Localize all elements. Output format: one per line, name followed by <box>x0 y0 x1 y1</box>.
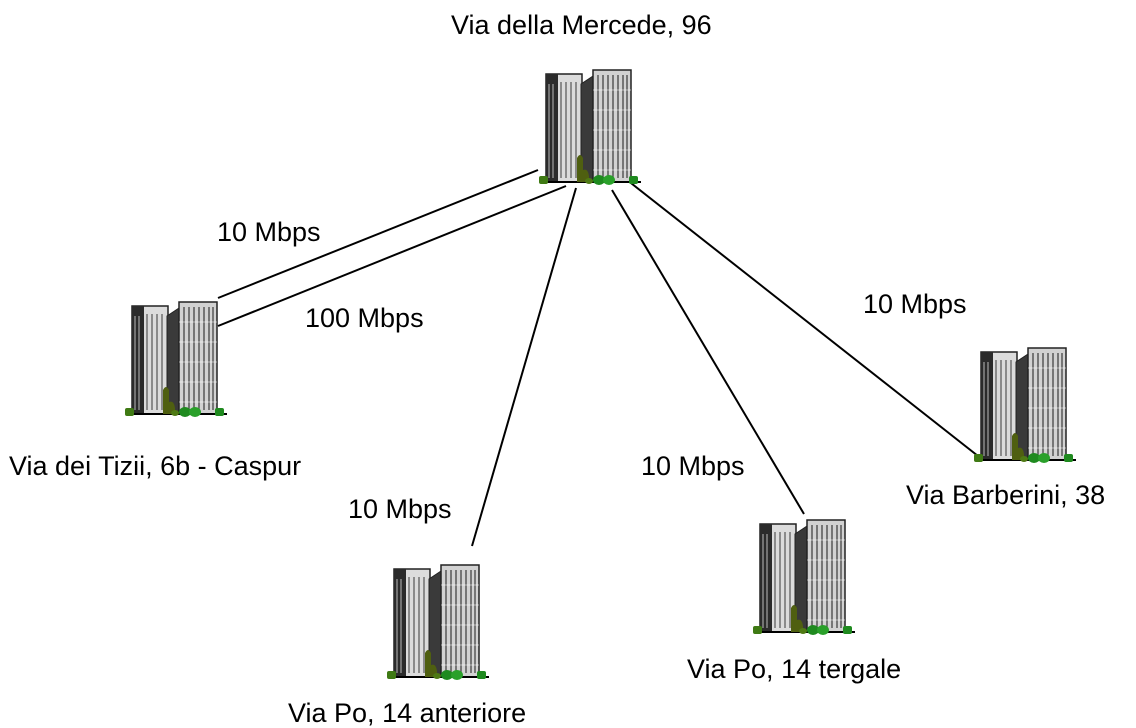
link-tizii-100 <box>217 185 567 327</box>
link-barberini <box>621 175 979 457</box>
link-label-tizii-a: 10 Mbps <box>217 217 321 247</box>
site-label-mercede: Via della Mercede, 96 <box>451 10 712 40</box>
link-label-po-tergale: 10 Mbps <box>641 451 745 481</box>
link-po-anteriore <box>471 187 577 547</box>
site-label-po-anteriore: Via Po, 14 anteriore <box>288 698 527 728</box>
building-po-tergale-icon <box>752 519 856 636</box>
link-tizii-10 <box>217 169 539 299</box>
site-label-barberini: Via Barberini, 38 <box>906 480 1106 510</box>
building-mercede-icon <box>538 69 642 186</box>
building-po-anteriore-icon <box>386 564 490 681</box>
link-label-po-anteriore: 10 Mbps <box>348 494 452 524</box>
link-label-tizii-b: 100 Mbps <box>305 303 424 333</box>
site-label-po-tergale: Via Po, 14 tergale <box>687 654 902 684</box>
site-label-tizii: Via dei Tizii, 6b - Caspur <box>9 451 302 481</box>
building-tizii-icon <box>124 301 228 418</box>
link-po-tergale <box>611 189 805 515</box>
link-label-barberini: 10 Mbps <box>863 289 967 319</box>
building-barberini-icon <box>973 347 1077 464</box>
